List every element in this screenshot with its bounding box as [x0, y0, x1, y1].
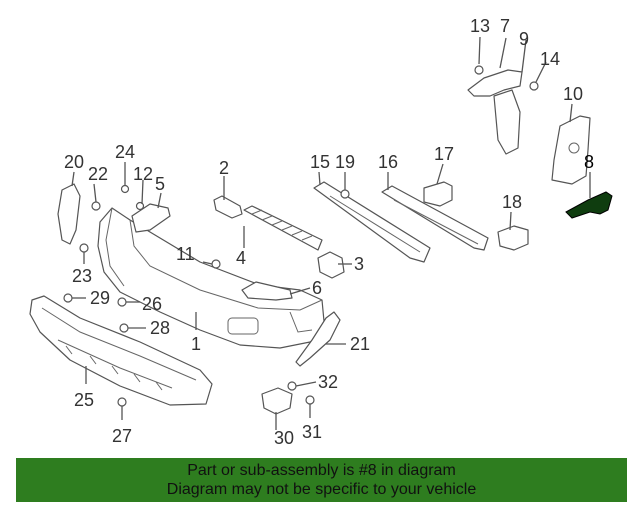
callout-7: 7 [500, 16, 510, 36]
callout-32: 32 [318, 372, 338, 392]
callout-3: 3 [354, 254, 364, 274]
parts-diagram: 13 7 9 14 10 8 17 16 15 19 18 2 4 3 6 11… [29, 16, 613, 448]
callout-10: 10 [563, 84, 583, 104]
callout-15: 15 [310, 152, 330, 172]
callout-4: 4 [236, 248, 246, 268]
callout-5: 5 [155, 174, 165, 194]
callout-22: 22 [88, 164, 108, 184]
bracket-30 [261, 387, 293, 415]
extension-6 [241, 281, 293, 301]
reinforcement-beam-16 [381, 185, 489, 251]
callout-20: 20 [64, 152, 84, 172]
callout-28: 28 [150, 318, 170, 338]
bracket-2 [213, 195, 243, 219]
bracket-17 [423, 181, 453, 207]
callout-30: 30 [274, 428, 294, 448]
callout-24: 24 [115, 142, 135, 162]
trim-piece-21 [295, 311, 341, 367]
banner-line-1: Part or sub-assembly is #8 in diagram [187, 462, 456, 479]
bracket-5 [131, 203, 171, 233]
highlighted-part-8 [565, 191, 613, 219]
callout-17: 17 [434, 144, 454, 164]
callout-11: 11 [176, 244, 195, 264]
callout-14: 14 [540, 49, 560, 69]
bracket-18 [497, 225, 529, 251]
callout-2: 2 [219, 158, 229, 178]
callout-25: 25 [74, 390, 94, 410]
side-panel-10 [551, 115, 591, 185]
lower-valance [29, 295, 213, 406]
bumper-cover [97, 207, 326, 349]
callout-27: 27 [112, 426, 132, 446]
callout-1: 1 [191, 334, 201, 354]
energy-absorber [243, 205, 323, 251]
callout-9: 9 [519, 29, 529, 49]
callout-31: 31 [302, 422, 322, 442]
absorber-15 [313, 181, 431, 263]
callout-23: 23 [72, 266, 92, 286]
callout-8: 8 [584, 152, 594, 172]
callout-6: 6 [312, 278, 322, 298]
side-retainer-20 [57, 183, 81, 245]
callout-26: 26 [142, 294, 162, 314]
info-banner: Part or sub-assembly is #8 in diagram Di… [16, 458, 627, 502]
bracket-3 [317, 251, 345, 279]
leader-lines [71, 36, 591, 430]
banner-line-2: Diagram may not be specific to your vehi… [166, 481, 477, 498]
callout-13: 13 [470, 16, 490, 36]
callout-numbers: 13 7 9 14 10 8 17 16 15 19 18 2 4 3 6 11… [64, 16, 594, 448]
callout-12: 12 [133, 164, 153, 184]
callout-19: 19 [335, 152, 355, 172]
callout-18: 18 [502, 192, 522, 212]
callout-21: 21 [350, 334, 370, 354]
callout-16: 16 [378, 152, 398, 172]
callout-29: 29 [90, 288, 110, 308]
upper-bracket-7-9 [467, 69, 523, 155]
